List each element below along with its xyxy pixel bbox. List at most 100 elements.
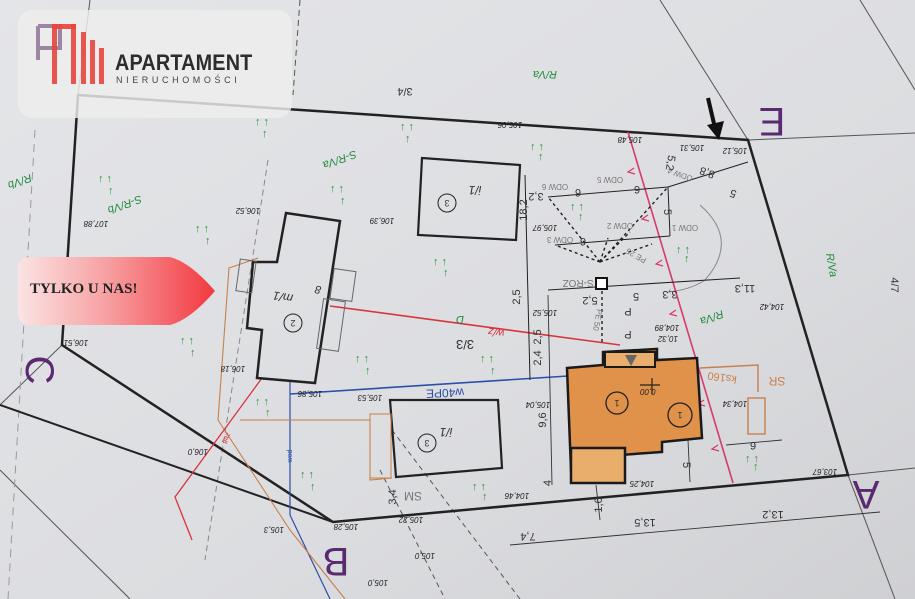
elevation-label: 105,48 (617, 135, 642, 144)
svg-text:↑: ↑ (753, 461, 759, 473)
elevation-label: 106,52 (235, 206, 260, 215)
elevation-label: 105,22 (398, 515, 423, 524)
corner-label-a: A (852, 472, 879, 516)
corner-label-c: C (17, 356, 61, 385)
svg-text:↑: ↑ (310, 481, 316, 493)
elevation-label: 105,31 (680, 143, 704, 152)
svg-text:↑ ↑: ↑ ↑ (745, 453, 759, 465)
elevation-label: 105,52 (532, 308, 557, 317)
dimension-label: 6 (750, 439, 756, 451)
building-2-storeys: 8 (313, 282, 322, 295)
svg-text:↑ ↑: ↑ ↑ (180, 335, 194, 347)
water-diagonal-line (289, 514, 331, 599)
building-3-bottom-number: 3 (424, 438, 429, 448)
building-1-label: 1 (677, 410, 682, 420)
wastewater-tank (595, 277, 608, 290)
building-3-bottom (388, 398, 504, 479)
svg-text:↑ ↑: ↑ ↑ (330, 183, 344, 195)
red-drain-line (174, 377, 263, 541)
svg-text:↑ ↑: ↑ ↑ (530, 141, 544, 153)
water-connection-line (329, 305, 621, 346)
building-1-roman-circle (667, 402, 693, 428)
pink-setback-line (627, 131, 734, 484)
water-main-line (289, 375, 569, 395)
building-2-terrace (316, 298, 346, 352)
sewer-label: ks160 (707, 369, 738, 385)
elevation-label: 105,0 (414, 551, 435, 560)
dimension-lines (509, 294, 881, 546)
dimension-label: 13,2 (762, 508, 783, 520)
svg-text:↑: ↑ (684, 253, 690, 265)
elevation-label: 10,32 (657, 334, 678, 343)
entrance-triangle-icon (625, 355, 637, 366)
level-mark-icon (640, 378, 660, 394)
building-1-number: 1 (614, 398, 619, 408)
road-boundary (0, 404, 334, 523)
water-vertical-label: wod (287, 449, 294, 463)
corner-label-b: B (323, 539, 350, 583)
svg-text:↑ ↑: ↑ ↑ (433, 256, 447, 268)
dimension-label: 5 (728, 186, 738, 199)
building-2-stairs (329, 268, 357, 302)
building-3-top (416, 156, 522, 242)
water-connection-label: w/z (487, 325, 506, 339)
dimension-label: 5 (661, 209, 673, 215)
dimension-label: 9,6 (537, 412, 549, 427)
dimension-label: 11,3 (735, 282, 756, 294)
building-1-level: 0,00 (640, 387, 656, 396)
svg-text:↑ ↑: ↑ ↑ (355, 353, 369, 365)
building-2-number: 2 (290, 318, 295, 328)
septic-tank (747, 397, 766, 435)
svg-text:↑ ↑: ↑ ↑ (480, 353, 494, 365)
drain-odw-1: ODW 1 (671, 223, 698, 232)
svg-text:↑ ↑: ↑ ↑ (255, 396, 269, 408)
land-class-top: R/Va (533, 68, 557, 80)
dimension-label: 3,2 (528, 190, 543, 202)
elevation-label: 105,06 (497, 120, 522, 129)
dimension-label: 7,4 (520, 530, 535, 542)
elevation-label: 103,67 (812, 467, 837, 476)
elevation-label: 104,89 (654, 323, 679, 332)
svg-text:↑ ↑: ↑ ↑ (400, 121, 414, 133)
building-3-annex (369, 413, 392, 479)
elevation-label: 105,97 (532, 223, 557, 232)
septic-label: SR (768, 374, 785, 388)
svg-text:↑: ↑ (190, 347, 196, 359)
building-3-top-label: i/1 (469, 183, 482, 197)
dimension-label: 1,6 (593, 497, 605, 512)
corner-label-e: E (759, 99, 786, 143)
building-2 (245, 211, 342, 385)
dimension-label: 13,5 (634, 516, 655, 528)
dimension-label: 5,2 (663, 154, 677, 171)
building-2-porch (235, 258, 257, 294)
drain-odw-6: ODW 6 (541, 182, 568, 191)
svg-text:↑ ↑: ↑ ↑ (676, 244, 690, 256)
dimension-label: 2,5 (532, 329, 544, 344)
svg-text:↑: ↑ (265, 407, 271, 419)
svg-text:↑: ↑ (340, 195, 346, 207)
tree-symbols: ↑ ↑↑ ↑ ↑↑ ↑ ↑↑ ↑ ↑↑ ↑ ↑↑ ↑ ↑↑ ↑ ↑↑ ↑ ↑↑ … (98, 116, 759, 503)
svg-text:↑: ↑ (108, 185, 114, 197)
svg-text:↑: ↑ (482, 491, 488, 503)
svg-text:↑ ↑: ↑ ↑ (255, 116, 269, 128)
dimension-label: 8,8 (698, 164, 716, 181)
exclusive-badge-text: TYLKO U NAS! (30, 281, 138, 297)
svg-text:↑: ↑ (405, 133, 411, 145)
elevation-label: 105,04 (525, 400, 550, 409)
building-3-top-number: 3 (444, 198, 449, 208)
dimension-label: P (624, 305, 631, 317)
drain-odw-3: ODW 3 (546, 235, 573, 244)
badge-shape (18, 257, 215, 325)
dimension-label: P (624, 328, 631, 340)
gas-label: gaz (221, 431, 233, 445)
elevation-label: 106,51 (64, 338, 88, 347)
logo-name: APARTAMENT (115, 50, 253, 75)
elevation-label: 104,25 (629, 479, 654, 488)
dimension-labels: 18,2 5,2 8,8 5 6 6 3,2 6 5 11,3 3,3 5,2 … (387, 154, 784, 542)
parcel-number-center: 3/3 (456, 337, 474, 352)
drain-odw-2: ODW 2 (606, 221, 633, 230)
drain-odw-5: ODW 5 (596, 175, 623, 184)
building-2-label: m/1 (272, 288, 294, 305)
gas-line (217, 257, 346, 599)
